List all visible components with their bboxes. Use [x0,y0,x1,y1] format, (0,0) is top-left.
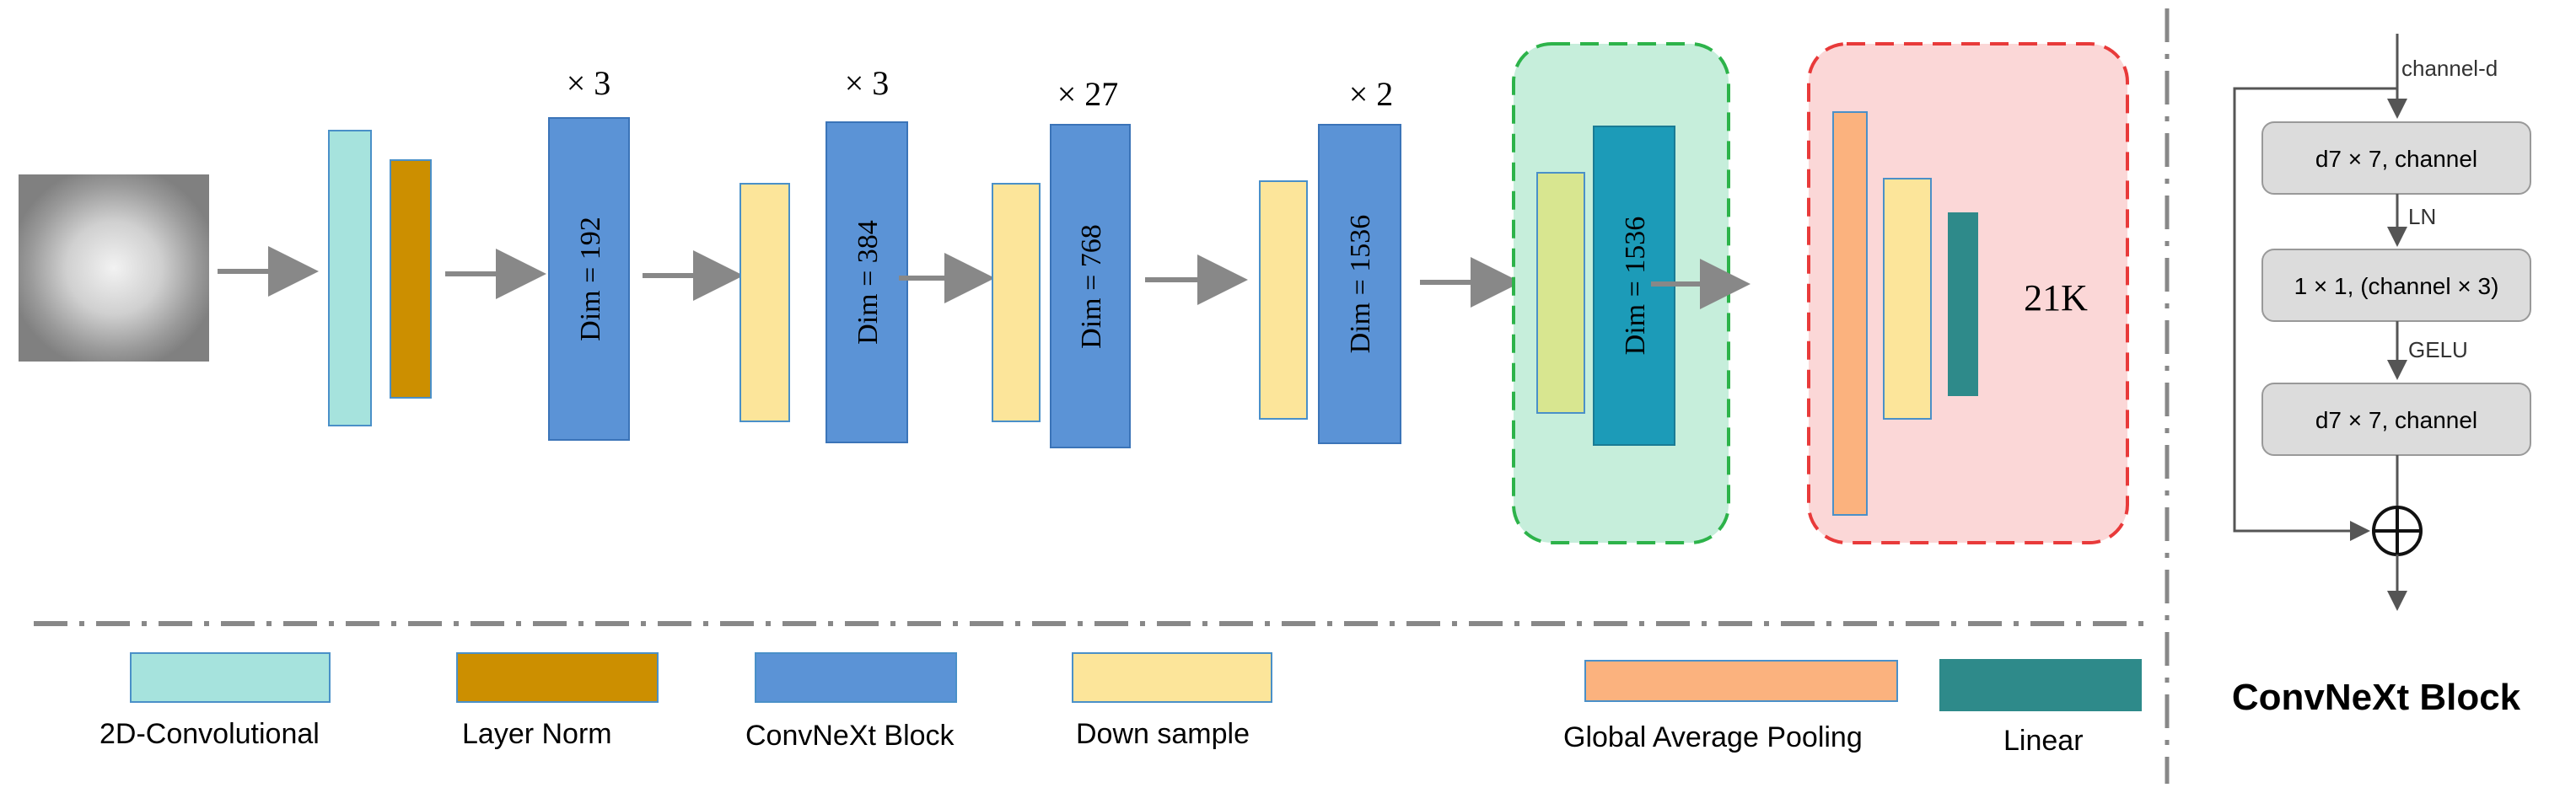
block-residual-path [2233,87,2397,541]
legend-convnext-label: ConvNeXt Block [745,720,955,752]
legend-layer-norm-label: Layer Norm [462,718,612,750]
stage2-repeat-label: × 3 [845,64,890,102]
block-title: ConvNeXt Block [2232,677,2521,718]
legend-downsample-label: Down sample [1076,718,1250,750]
block-act-label: GELU [2408,337,2468,362]
stage3-convnext-block [1050,124,1131,448]
head-downsample-block [1883,178,1932,420]
pooling-light-block [1536,172,1585,414]
legend-linear-swatch [1939,659,2142,711]
downsample2-block [992,183,1041,422]
stage4-repeat-label: × 2 [1349,75,1394,113]
block-input-label: channel-d [2401,56,2498,81]
block-norm-label: LN [2408,204,2436,229]
block-op2-label: 1 × 1, (channel × 3) [2294,273,2499,299]
legend-downsample-swatch [1072,652,1272,703]
stage1-repeat-label: × 3 [567,64,611,102]
head-gap-block [1832,111,1868,516]
stem-conv-block [328,130,372,426]
stage4-convnext-block [1318,124,1401,444]
stage3-dim-label: Dim = 768 [1076,224,1107,349]
stage2-dim-label: Dim = 384 [852,220,884,345]
stage3-repeat-label: × 27 [1057,75,1119,113]
stem-layer-norm-block [390,159,432,399]
legend-linear-label: Linear [2003,725,2084,757]
input-image [19,174,209,362]
downsample1-block [739,183,790,422]
legend-layer-norm-swatch [456,652,659,703]
block-op3-label: d7 × 7, channel [2315,407,2477,433]
stage1-dim-label: Dim = 192 [575,217,606,341]
downsample3-block [1259,180,1308,420]
stage1-convnext-block [548,117,630,441]
pooling-dim-label: Dim = 1536 [1620,217,1651,356]
legend-conv-swatch [130,652,331,703]
output-classes-label: 21K [2024,277,2088,319]
head-linear-block [1948,212,1978,396]
legend-gap-swatch [1584,660,1898,702]
legend-gap-label: Global Average Pooling [1563,721,1863,753]
legend-convnext-swatch [755,652,957,703]
stage4-dim-label: Dim = 1536 [1345,215,1376,354]
block-op1-label: d7 × 7, channel [2315,146,2477,172]
stage2-convnext-block [826,121,908,443]
legend-conv-label: 2D-Convolutional [99,718,320,750]
